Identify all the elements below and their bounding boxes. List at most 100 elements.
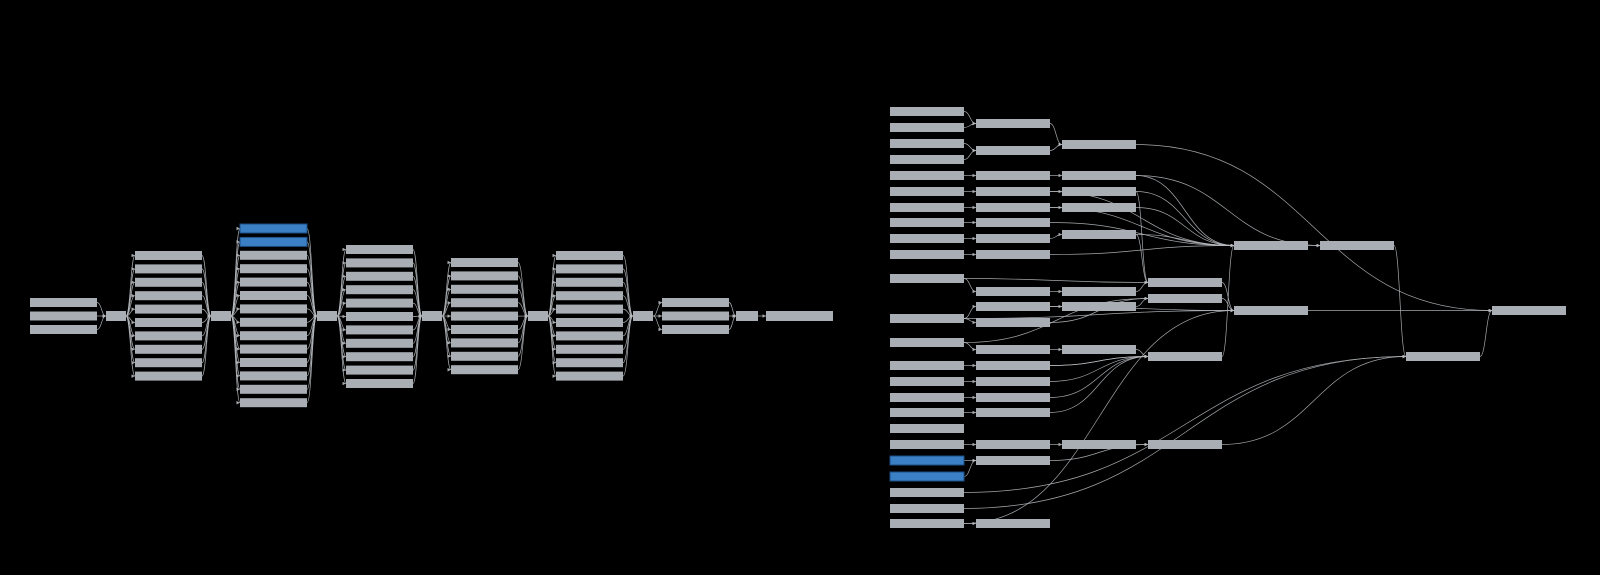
left-hub-node[interactable] [528,311,548,321]
right-source-node[interactable] [890,234,964,243]
left-layer2-node[interactable] [240,331,307,341]
right-source-node[interactable] [890,519,964,528]
right-source-node[interactable] [890,274,964,283]
right-layer2-node[interactable] [1062,203,1136,212]
left-layer5-node[interactable] [556,277,623,287]
left-layer2-node[interactable] [240,358,307,367]
right-layer1-node[interactable] [976,187,1050,196]
left-layer1-node[interactable] [135,291,202,301]
left-layer2-node[interactable] [240,371,307,381]
right-source-node[interactable] [889,455,965,466]
right-layer1-node[interactable] [976,318,1050,327]
right-source-node[interactable] [890,440,964,449]
left-layer3-node[interactable] [346,365,413,375]
left-layer2-node[interactable] [240,384,307,394]
left-layer2-node[interactable] [239,236,308,247]
right-layer1-node[interactable] [976,377,1050,386]
right-layer2-node[interactable] [1062,230,1136,239]
left-layer3-node[interactable] [346,379,413,388]
left-layer1-node[interactable] [135,277,202,287]
left-layer5-node[interactable] [556,291,623,301]
right-source-node[interactable] [889,471,965,482]
left-layer3-node[interactable] [346,245,413,254]
left-hub-node[interactable] [422,311,442,321]
right-layer1-node[interactable] [976,250,1050,259]
left-layer2-node[interactable] [240,317,307,327]
left-layer3-node[interactable] [346,258,413,268]
right-layer4-node[interactable] [1234,306,1308,315]
right-source-node[interactable] [890,377,964,386]
right-source-node[interactable] [890,488,964,497]
right-source-node[interactable] [890,250,964,259]
left-layer4-node[interactable] [451,284,518,294]
left-input-node[interactable] [30,325,97,334]
left-layer1-node[interactable] [135,251,202,260]
left-layer5-node[interactable] [556,331,623,341]
left-layer3-node[interactable] [346,271,413,281]
left-layer1-node[interactable] [135,331,202,341]
right-layer2-node[interactable] [1062,171,1136,180]
right-layer4-node[interactable] [1234,241,1308,250]
left-layer2-node[interactable] [240,344,307,354]
left-layer1-node[interactable] [135,304,202,314]
left-layer5-node[interactable] [556,264,623,274]
right-layer1-node[interactable] [976,345,1050,354]
right-layer1-node[interactable] [976,119,1050,128]
right-layer1-node[interactable] [976,456,1050,465]
left-layer3-node[interactable] [346,325,413,335]
right-layer1-node[interactable] [976,519,1050,528]
right-source-node[interactable] [890,123,964,132]
left-input-node[interactable] [30,298,97,307]
right-source-node[interactable] [890,314,964,323]
right-source-node[interactable] [890,393,964,402]
right-layer1-node[interactable] [976,218,1050,227]
left-layer3-node[interactable] [346,298,413,308]
left-layer2-node[interactable] [240,264,307,274]
left-layer2-node[interactable] [240,398,307,408]
left-layer1-node[interactable] [135,358,202,368]
left-layer1-node[interactable] [135,344,202,354]
left-layer3-node[interactable] [346,338,413,348]
right-layer1-node[interactable] [976,361,1050,370]
right-layer1-node[interactable] [976,234,1050,243]
left-layer5-node[interactable] [556,344,623,354]
right-source-node[interactable] [890,408,964,417]
left-layer3-node[interactable] [346,312,413,321]
right-source-node[interactable] [890,218,964,227]
right-layer1-node[interactable] [976,408,1050,417]
right-source-node[interactable] [890,107,964,116]
left-layer5-node[interactable] [556,304,623,314]
right-layer1-node[interactable] [976,171,1050,180]
left-layer6-node[interactable] [662,311,729,321]
right-source-node[interactable] [890,171,964,180]
left-hub-node[interactable] [317,311,337,321]
right-source-node[interactable] [890,155,964,164]
right-layer3-node[interactable] [1148,352,1222,361]
left-hub-node[interactable] [211,311,231,321]
left-hub-node[interactable] [633,311,653,321]
left-layer1-node[interactable] [135,318,202,327]
left-layer1-node[interactable] [135,371,202,381]
right-layer6-node[interactable] [1406,352,1480,361]
right-layer1-node[interactable] [976,203,1050,212]
right-layer1-node[interactable] [976,146,1050,155]
right-layer2-node[interactable] [1062,302,1136,311]
left-hub-node[interactable] [736,311,758,321]
right-layer5-node[interactable] [1320,241,1394,250]
left-layer3-node[interactable] [346,352,413,362]
left-layer3-node[interactable] [346,285,413,295]
right-source-node[interactable] [890,361,964,370]
right-layer1-node[interactable] [976,440,1050,449]
left-layer4-node[interactable] [451,338,518,348]
left-layer6-node[interactable] [662,298,729,307]
left-layer6-node[interactable] [662,325,729,334]
left-layer1-node[interactable] [135,264,202,274]
left-layer4-node[interactable] [451,365,518,375]
left-layer2-node[interactable] [239,223,308,234]
right-source-node[interactable] [890,504,964,513]
left-layer4-node[interactable] [451,325,518,334]
left-layer2-node[interactable] [240,304,307,314]
left-layer4-node[interactable] [451,298,518,308]
right-layer1-node[interactable] [976,287,1050,296]
